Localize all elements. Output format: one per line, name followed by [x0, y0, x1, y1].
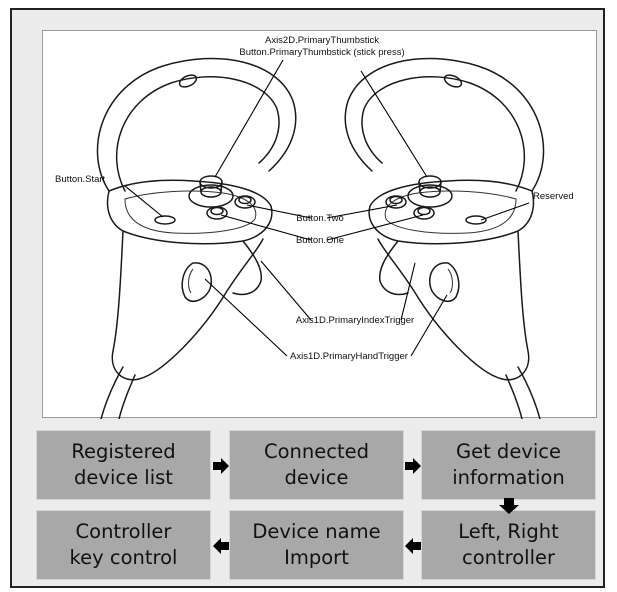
step-controller-key-control: Controller key control	[36, 510, 211, 580]
controller-illustration: Axis2D.PrimaryThumbstick Button.PrimaryT…	[42, 30, 597, 419]
label-index-trigger: Axis1D.PrimaryIndexTrigger	[296, 315, 414, 326]
step-label: Left, Right controller	[458, 520, 559, 569]
step-label: Connected device	[263, 440, 369, 489]
arrow-left-icon	[405, 538, 421, 554]
controller-drawing: Axis2D.PrimaryThumbstick Button.PrimaryT…	[55, 35, 574, 419]
arrow-down-icon	[499, 498, 519, 514]
label-button-one: Button.One	[296, 235, 344, 246]
label-thumbstick-button: Button.PrimaryThumbstick (stick press)	[239, 47, 404, 58]
step-device-name-import: Device name Import	[229, 510, 404, 580]
label-reserved: Reserved	[533, 191, 574, 202]
leader-lines	[124, 59, 530, 357]
flowchart: Registered device list Connected device …	[36, 430, 596, 580]
step-connected-device: Connected device	[229, 430, 404, 500]
arrow-right-icon	[405, 458, 421, 474]
step-get-device-information: Get device information	[421, 430, 596, 500]
label-button-two: Button.Two	[296, 213, 344, 224]
label-thumbstick-axis: Axis2D.PrimaryThumbstick	[265, 35, 379, 46]
step-label: Device name Import	[252, 520, 381, 569]
right-controller	[344, 57, 545, 419]
step-left-right-controller: Left, Right controller	[421, 510, 596, 580]
label-hand-trigger: Axis1D.PrimaryHandTrigger	[290, 351, 408, 362]
label-button-start: Button.Start	[55, 174, 106, 185]
step-label: Get device information	[452, 440, 565, 489]
arrow-right-icon	[213, 458, 229, 474]
arrow-left-icon	[213, 538, 229, 554]
step-registered-device-list: Registered device list	[36, 430, 211, 500]
step-label: Controller key control	[69, 520, 178, 569]
step-label: Registered device list	[71, 440, 176, 489]
left-controller	[96, 57, 297, 419]
